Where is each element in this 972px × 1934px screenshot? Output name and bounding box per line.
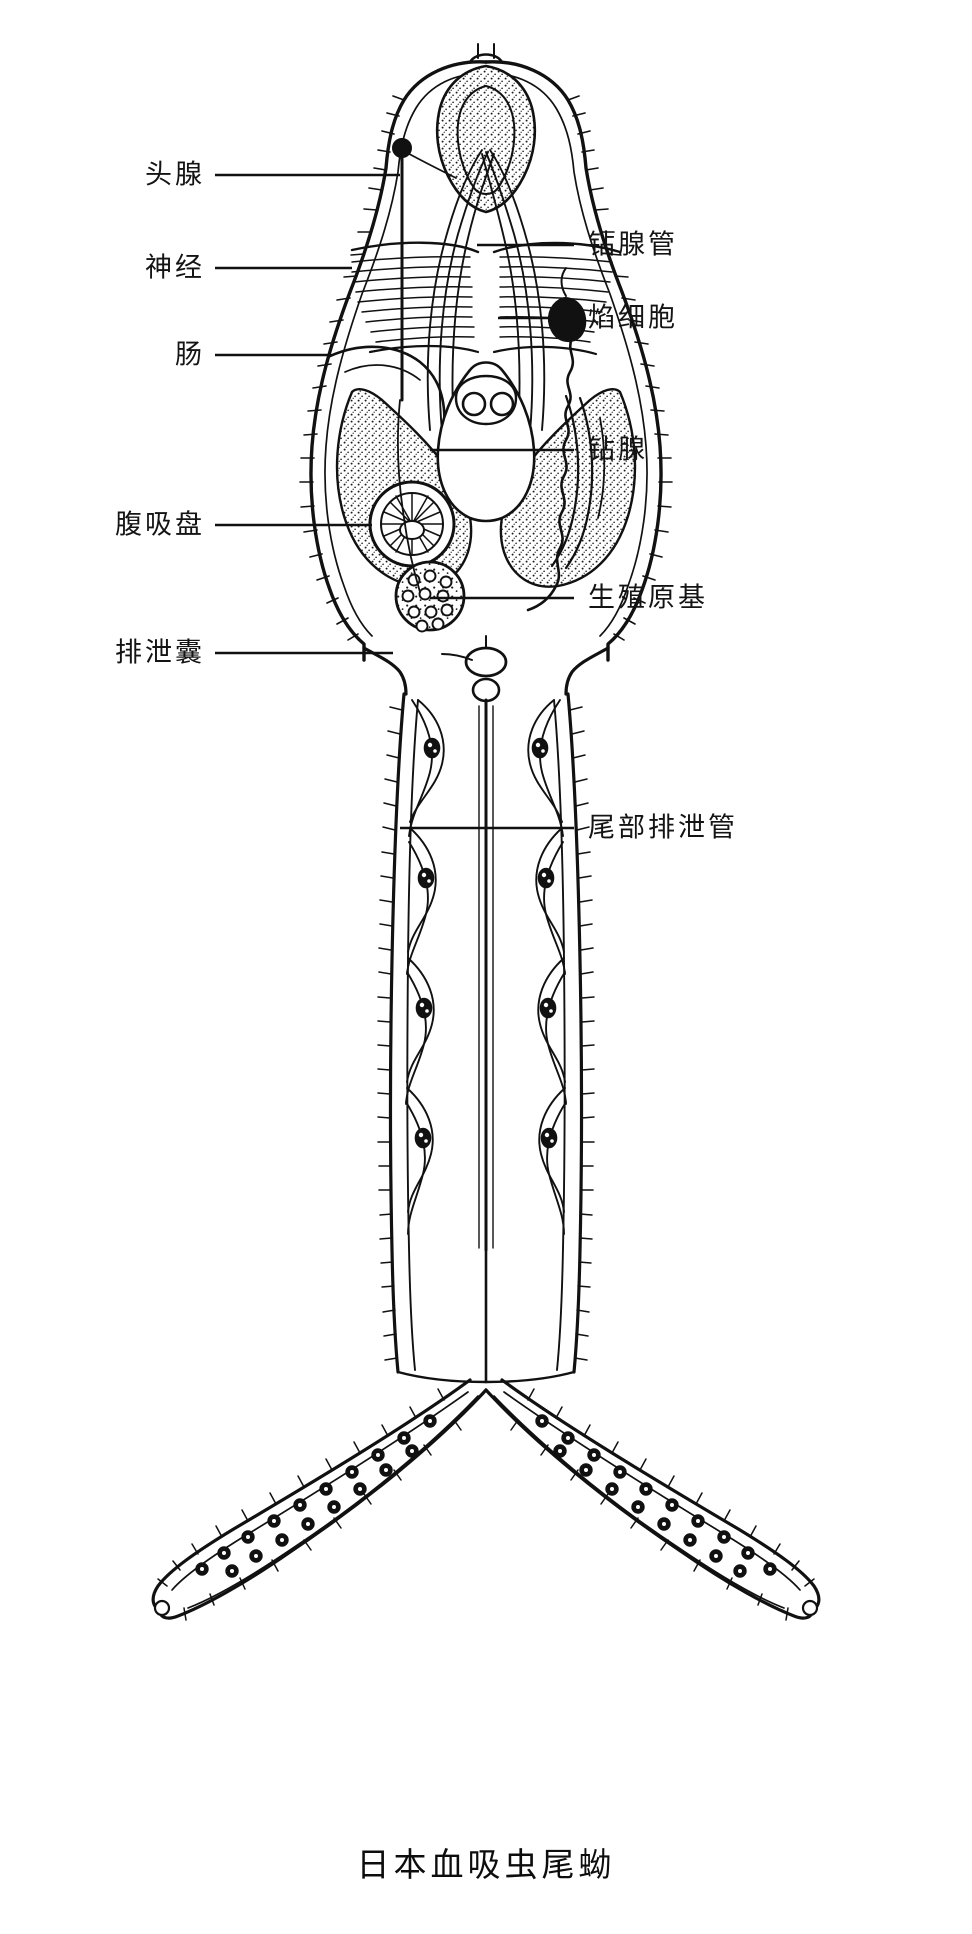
- label-penetration-gland-duct-text: 钻腺管: [588, 229, 678, 260]
- label-excretory-bladder-text: 排泄囊: [115, 637, 205, 668]
- label-caudal-excretory-duct: 尾部排泄管: [588, 812, 738, 843]
- label-penetration-gland-text: 钻腺: [588, 434, 648, 465]
- label-nerve: 神经: [0, 252, 205, 283]
- label-ventral-sucker: 腹吸盘: [0, 509, 205, 540]
- label-penetration-gland-duct: 钻腺管: [588, 229, 678, 260]
- label-genital-primordium-text: 生殖原基: [588, 582, 708, 613]
- label-intestine-text: 肠: [175, 339, 205, 370]
- label-caudal-excretory-duct-text: 尾部排泄管: [588, 812, 738, 843]
- label-head-gland-text: 头腺: [145, 159, 205, 190]
- label-ventral-sucker-text: 腹吸盘: [115, 509, 205, 540]
- label-head-gland: 头腺: [0, 159, 205, 190]
- figure-caption: 日本血吸虫尾蚴: [356, 1848, 616, 1884]
- label-flame-cell-text: 焰细胞: [588, 302, 678, 333]
- label-intestine: 肠: [0, 339, 205, 370]
- label-flame-cell: 焰细胞: [588, 302, 678, 333]
- label-excretory-bladder: 排泄囊: [0, 637, 205, 668]
- leader-lines: [215, 173, 574, 830]
- label-penetration-gland: 钻腺: [588, 434, 648, 465]
- label-nerve-text: 神经: [145, 252, 205, 283]
- label-genital-primordium: 生殖原基: [588, 582, 708, 613]
